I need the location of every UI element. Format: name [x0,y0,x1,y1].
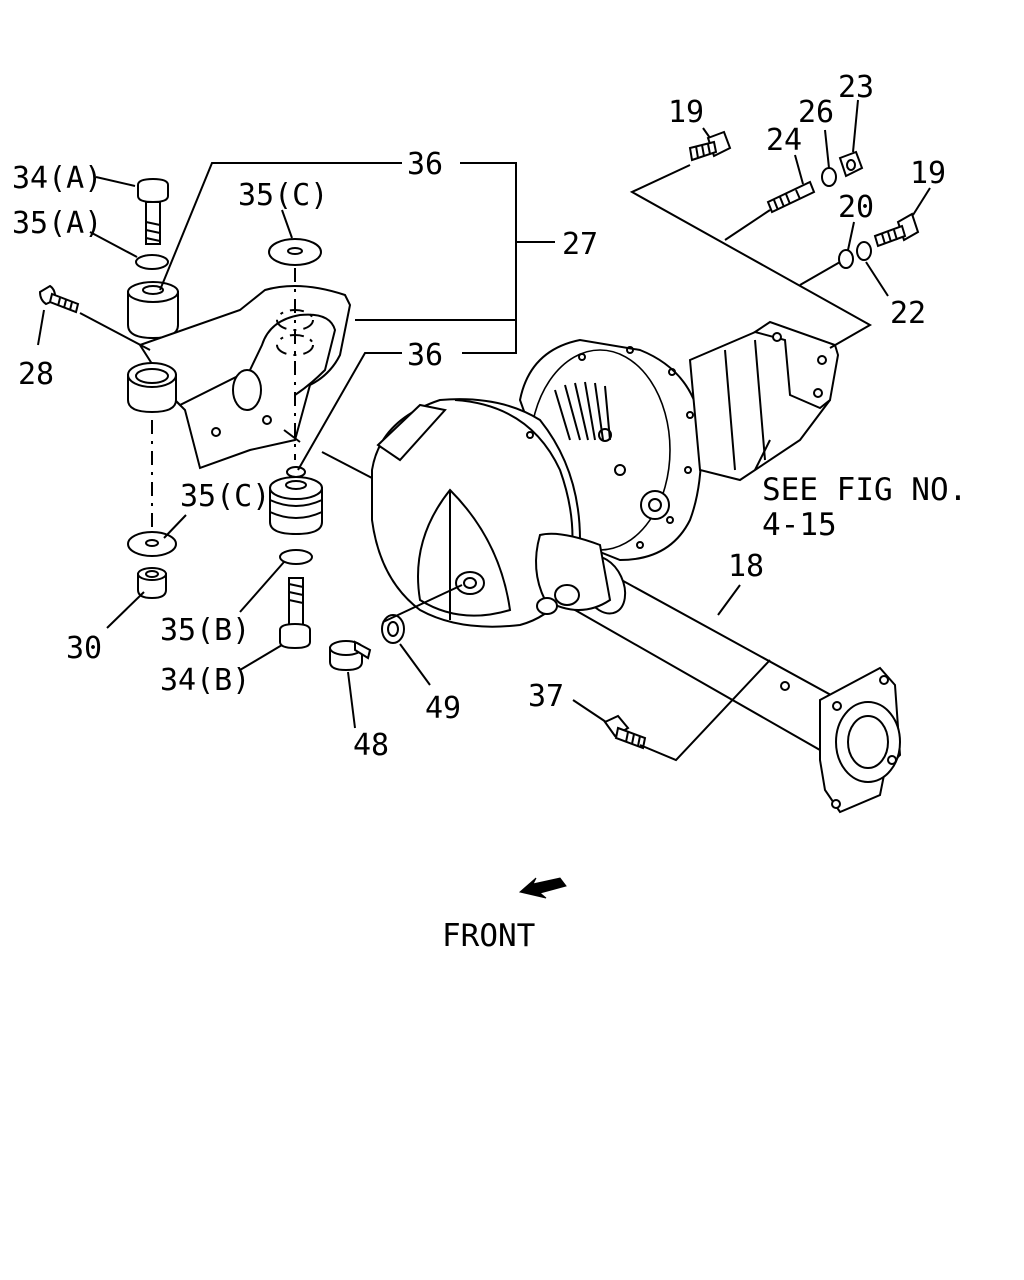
label-26: 26 [798,95,834,130]
washer-35b [279,549,313,565]
label-36-upper: 36 [407,147,443,182]
label-34a: 34(A) [12,161,102,196]
mounting-bracket [127,285,352,470]
label-22: 22 [890,296,926,331]
bolt-34b [279,577,311,650]
label-35c-top: 35(C) [238,178,328,213]
label-19-upper: 19 [668,95,704,130]
label-48: 48 [353,728,389,763]
bolt-19-lower [873,212,920,248]
leader-lines [37,99,931,762]
label-18: 18 [728,549,764,584]
label-36-lower: 36 [407,338,443,373]
label-30: 30 [66,631,102,666]
plug-48 [329,640,372,672]
label-27: 27 [562,227,598,262]
label-24: 24 [766,123,802,158]
washer-35c-bottom [127,420,177,557]
label-37: 37 [528,679,564,714]
bolt-34a [137,177,169,245]
see-fig-number: 4-15 [762,507,837,543]
see-fig-label: SEE FIG NO. [762,472,967,508]
washer-35c-top [268,238,322,266]
label-23: 23 [838,70,874,105]
label-19-lower: 19 [910,156,946,191]
label-49: 49 [425,691,461,726]
label-35b: 35(B) [160,613,250,648]
washer-22 [856,241,872,261]
label-28: 28 [18,357,54,392]
bolt-28 [38,284,80,314]
nut-30 [137,567,167,600]
label-35a: 35(A) [12,206,102,241]
front-label: FRONT [442,918,535,954]
bushing-upper-left [127,281,179,340]
nut-23 [838,150,864,178]
label-20: 20 [838,190,874,225]
stud-24 [766,180,816,214]
axle-tube-18 [535,532,902,814]
bolt-19-upper [688,130,732,162]
washer-35a [135,254,169,270]
washer-26 [821,167,837,187]
bushing-lower-center [269,466,323,536]
arrow-down-left-icon [518,877,567,899]
breather-37 [603,714,647,750]
washer-20 [838,249,854,269]
label-34b: 34(B) [160,663,250,698]
label-35c-bottom: 35(C) [180,479,270,514]
